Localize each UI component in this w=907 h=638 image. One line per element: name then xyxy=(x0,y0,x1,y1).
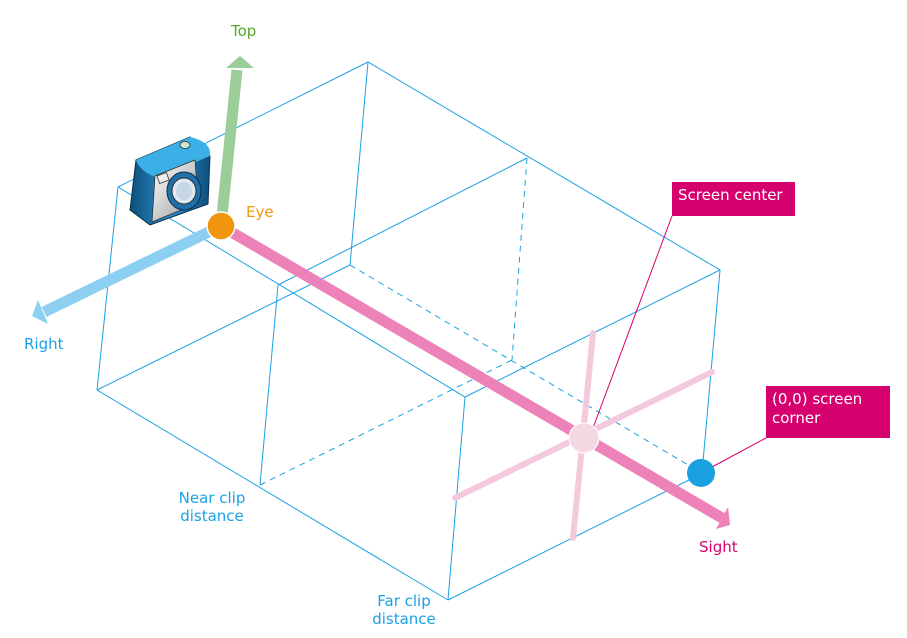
top-axis-arrow xyxy=(215,56,254,227)
right-axis-label: Right xyxy=(24,335,64,353)
top-axis-label: Top xyxy=(231,22,257,40)
box-edge xyxy=(96,389,449,601)
screen-center-point xyxy=(568,422,600,454)
box-edge xyxy=(96,264,351,391)
sight-axis-label: Sight xyxy=(699,538,738,556)
near-plane-edge xyxy=(259,284,279,486)
hidden-edge xyxy=(259,359,513,486)
hidden-edge xyxy=(349,264,701,473)
eye-label: Eye xyxy=(246,203,274,221)
right-axis-arrow xyxy=(32,221,224,324)
box-edge xyxy=(96,186,119,391)
sight-axis-arrow xyxy=(218,221,730,529)
screen-corner-point xyxy=(687,459,715,487)
screen-corner-leader xyxy=(711,437,767,468)
screen-corner-callout: (0,0) screen corner xyxy=(766,386,890,438)
camera-icon xyxy=(129,136,211,226)
eye-point xyxy=(206,211,236,241)
near-clip-label: Near clip distance xyxy=(178,489,246,525)
box-edge xyxy=(349,61,369,266)
screen-center-leader xyxy=(592,215,673,429)
hidden-edge xyxy=(511,157,528,361)
screen-center-callout: Screen center xyxy=(672,182,795,216)
box-edge xyxy=(702,269,721,463)
far-clip-label: Far clip distance xyxy=(372,592,436,628)
near-plane-edge xyxy=(277,157,528,286)
